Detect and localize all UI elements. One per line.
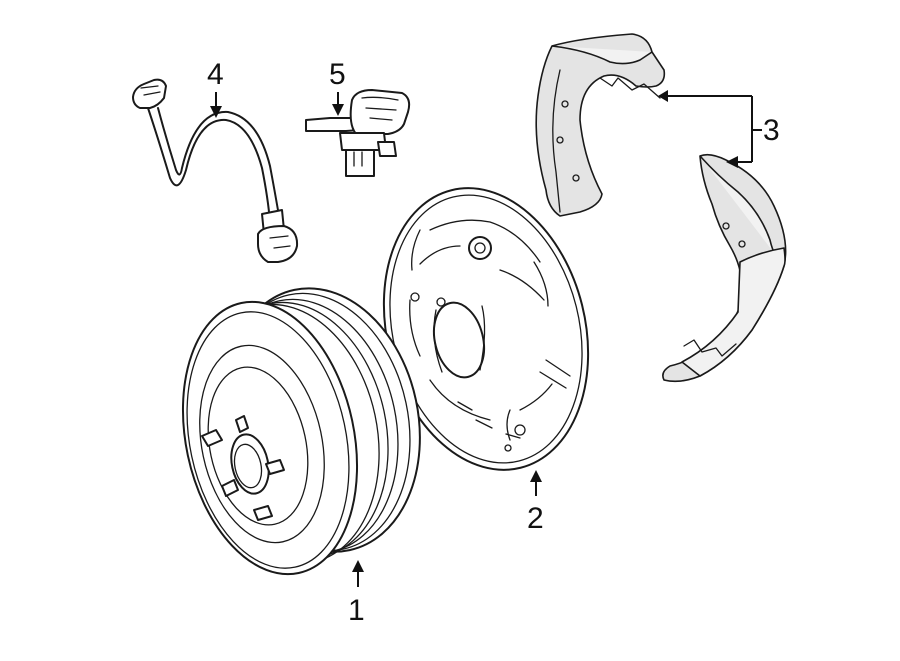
brake-shoe-upper	[535, 33, 666, 217]
callout-4: 4	[207, 58, 224, 118]
brake-hose	[132, 78, 299, 263]
callout-2: 2	[527, 470, 544, 535]
callout-3: 3	[658, 90, 780, 168]
backing-plate	[382, 187, 590, 471]
callout-5: 5	[329, 58, 346, 116]
callout-1: 1	[348, 560, 365, 627]
wheel-studs	[201, 415, 285, 521]
callout-2-label: 2	[527, 502, 544, 535]
callout-3-label: 3	[763, 114, 780, 147]
wheel-speed-sensor	[305, 89, 411, 177]
brake-drum	[181, 287, 421, 576]
callout-5-label: 5	[329, 58, 346, 91]
callout-4-label: 4	[207, 58, 224, 91]
callout-1-label: 1	[348, 594, 365, 627]
brake-shoe-lower	[662, 153, 787, 383]
